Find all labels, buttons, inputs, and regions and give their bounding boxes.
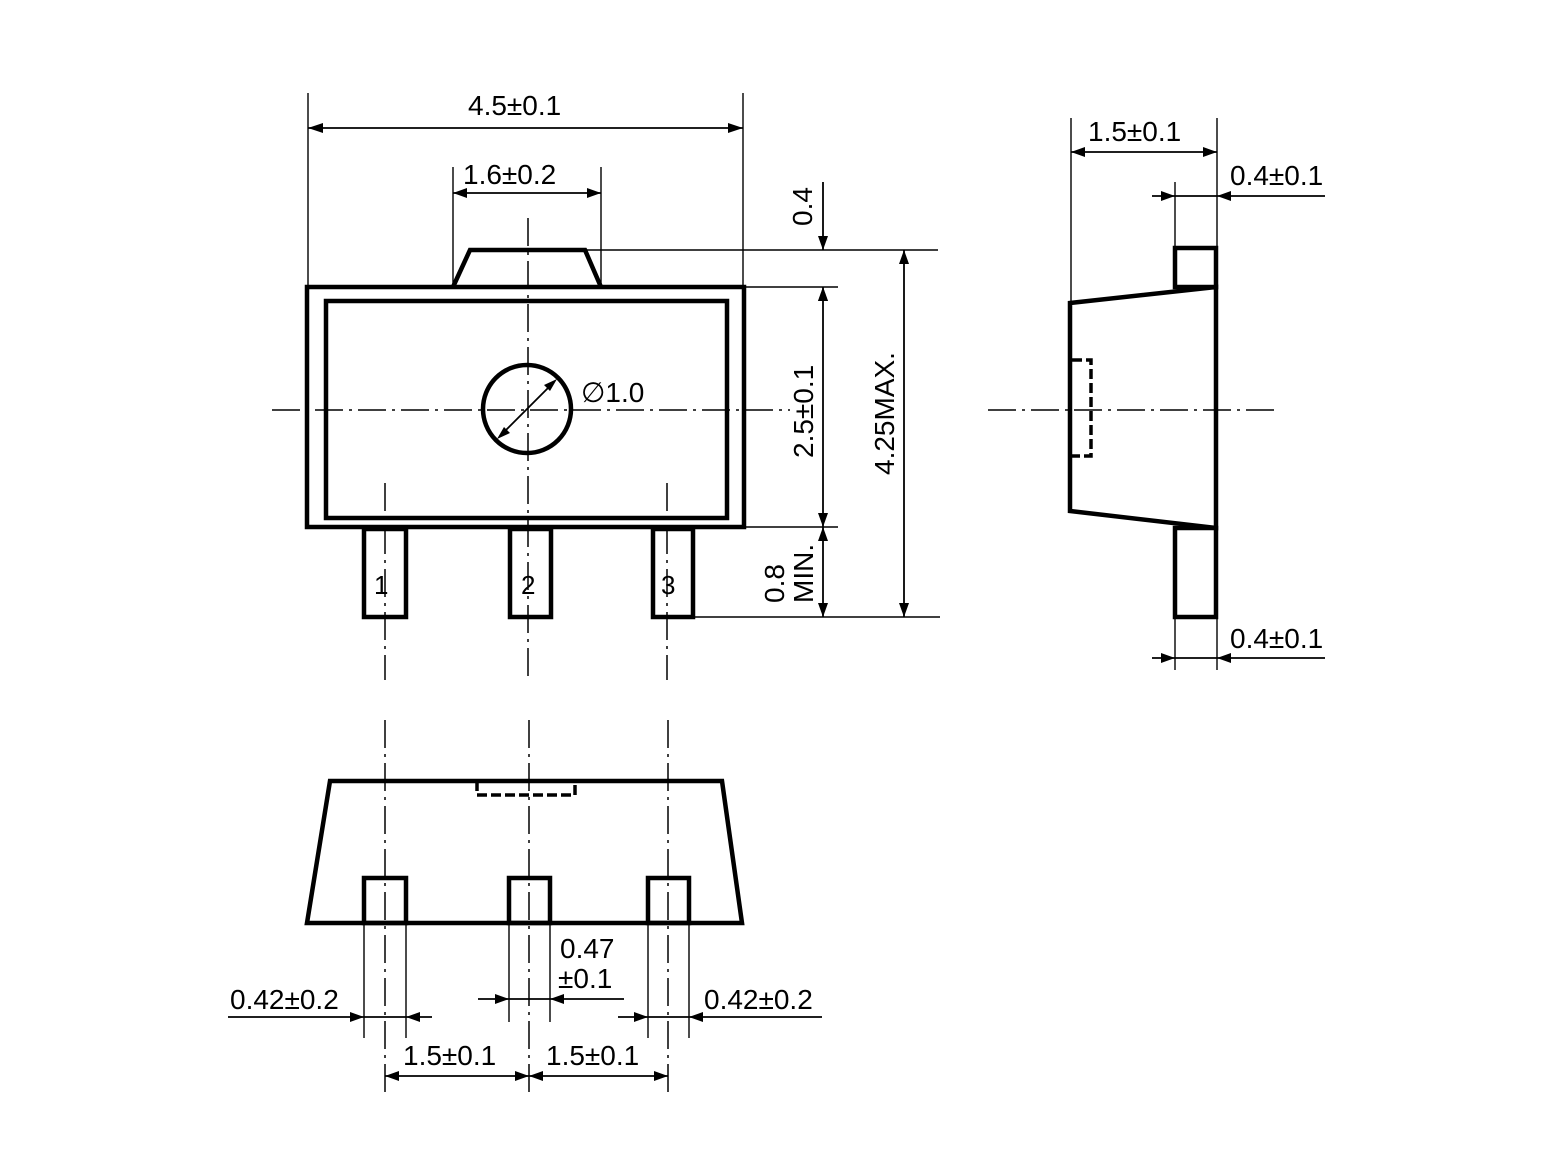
lead-length-suffix: MIN.: [788, 544, 819, 603]
arrow-pin-width-center-b: [550, 994, 564, 1004]
arrow-body-height-bottom: [818, 513, 828, 527]
tab-height-label: 0.4: [787, 187, 818, 226]
pin-width-center-value: 0.47: [560, 933, 615, 964]
arrow-tab-left: [453, 188, 467, 198]
hole-arrow-lower: [497, 427, 510, 439]
arrow-tab-right: [587, 188, 601, 198]
arrow-pitch-right-b: [654, 1071, 668, 1081]
side-body: [1067, 284, 1219, 531]
body-height-label: 2.5±0.1: [788, 365, 819, 458]
lead-length-value: 0.8: [759, 564, 790, 603]
mounting-hole: [480, 362, 574, 456]
end-hidden-tab: [475, 781, 577, 797]
arrow-body-height-top: [818, 287, 828, 301]
front-lead-3: [650, 526, 696, 620]
pin-number-3: 3: [661, 570, 675, 600]
end-view: 0.42±0.2 0.47 ±0.1 0.42±0.2 1.5±0.1 1.5±…: [228, 720, 822, 1098]
arrow-total-width-right: [728, 123, 743, 133]
arrow-total-width-left: [308, 123, 323, 133]
arrow-lead-length-top: [818, 527, 828, 541]
end-lead-3: [645, 875, 692, 926]
hole-arrow-upper: [544, 379, 557, 391]
side-lead-top: [1172, 245, 1219, 290]
arrow-pitch-right-a: [529, 1071, 543, 1081]
arrow-pin-width-left-b: [406, 1012, 420, 1022]
arrow-side-lead-top-right: [1217, 191, 1231, 201]
arrow-pitch-left-a: [385, 1071, 399, 1081]
side-lead-bottom: [1172, 525, 1219, 620]
pitch-left-label: 1.5±0.1: [403, 1040, 496, 1071]
arrow-side-lead-bottom-right: [1217, 653, 1231, 663]
total-height-label: 4.25MAX.: [869, 352, 900, 475]
arrow-side-lead-top-left: [1161, 191, 1175, 201]
arrow-side-thickness-right: [1203, 147, 1217, 157]
pitch-right-label: 1.5±0.1: [546, 1040, 639, 1071]
tab-width-label: 1.6±0.2: [463, 159, 556, 190]
pin-width-center-tol: ±0.1: [558, 963, 612, 994]
pin-number-1: 1: [374, 570, 388, 600]
pin-width-right-label: 0.42±0.2: [704, 984, 813, 1015]
end-body: [304, 778, 745, 926]
front-body-outer: [304, 284, 747, 530]
end-lead-2: [506, 875, 553, 926]
front-lead-2: [507, 526, 554, 620]
arrow-total-height-bottom: [899, 603, 909, 617]
hole-diameter-leader: [499, 381, 555, 437]
arrow-pin-width-right-b: [689, 1012, 703, 1022]
arrow-side-lead-bottom-left: [1161, 653, 1175, 663]
side-lead-top-label: 0.4±0.1: [1230, 160, 1323, 191]
end-lead-1: [361, 875, 409, 926]
arrow-lead-length-bottom: [818, 603, 828, 617]
pin-width-left-label: 0.42±0.2: [230, 984, 339, 1015]
total-width-label: 4.5±0.1: [468, 90, 561, 121]
front-tab: [450, 247, 604, 288]
side-view: 1.5±0.1 0.4±0.1 0.4±0.1: [988, 116, 1325, 670]
front-view: 1 2 3 ∅1.0 4.5±0.1 1.6±0.2: [272, 90, 940, 680]
arrow-side-thickness-left: [1071, 147, 1085, 157]
arrow-tab-height: [818, 236, 828, 250]
side-lead-bottom-label: 0.4±0.1: [1230, 623, 1323, 654]
side-thickness-label: 1.5±0.1: [1088, 116, 1181, 147]
arrow-total-height-top: [899, 250, 909, 264]
arrow-pin-width-left-a: [350, 1012, 364, 1022]
arrow-pin-width-right-a: [634, 1012, 648, 1022]
arrow-pitch-left-b: [515, 1071, 529, 1081]
arrow-pin-width-center-a: [495, 994, 509, 1004]
hole-diameter-label: ∅1.0: [581, 377, 644, 408]
side-hidden-tab: [1072, 358, 1093, 458]
